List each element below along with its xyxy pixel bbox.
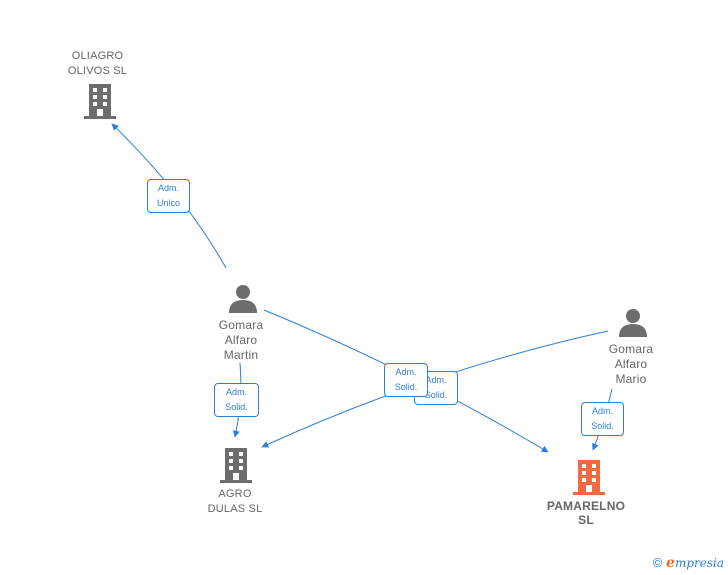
building-icon [220, 448, 252, 483]
edge-label-adm-solid-martin-pamarelno[interactable]: Adm. Solid. [384, 363, 428, 397]
node-gomara-martin-label: Gomara Alfaro Martin [218, 318, 264, 362]
brand-logo: empresia [666, 555, 724, 571]
footer-brand: © empresia [653, 555, 724, 571]
edge-label-adm-solid-martin-agrodulas[interactable]: Adm. Solid. [214, 383, 259, 417]
building-icon [84, 84, 116, 119]
node-pamarelno-label: PAMARELNO SL [546, 499, 626, 527]
edge-label-adm-unico[interactable]: Adm. Unico [147, 179, 190, 213]
copyright-icon: © [652, 555, 663, 570]
person-icon [229, 285, 257, 313]
building-icon [573, 460, 605, 495]
node-gomara-mario-label: Gomara Alfaro Mario [608, 342, 654, 386]
node-agro-dulas-label: AGRO DULAS SL [207, 488, 263, 515]
node-oliagro-label: OLIAGRO OLIVOS SL [67, 50, 128, 77]
edge-label-adm-solid-mario-pamarelno[interactable]: Adm. Solid. [581, 402, 624, 436]
person-icon [619, 309, 647, 337]
